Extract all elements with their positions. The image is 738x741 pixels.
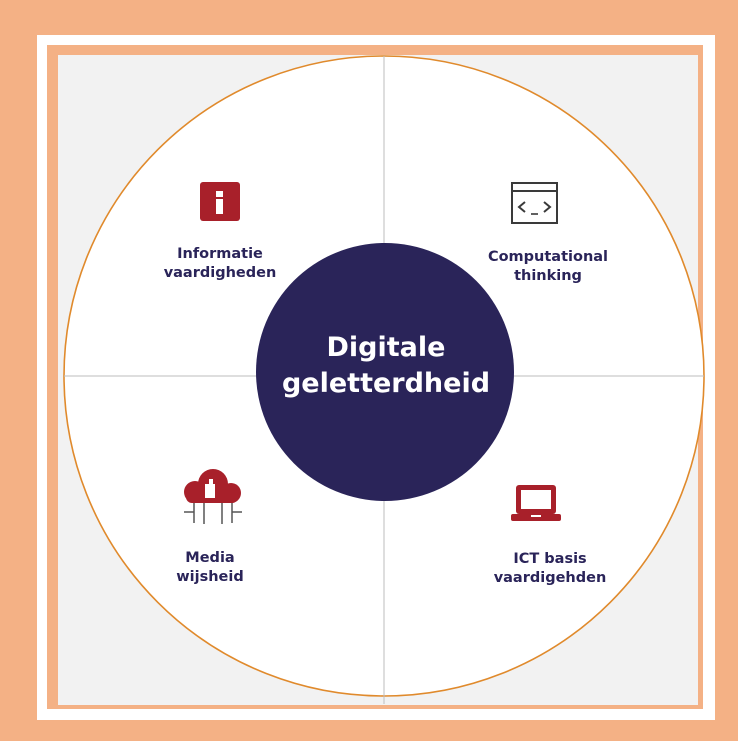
label-line: vaardigheden [163,265,277,281]
label-line: Computational [487,249,609,265]
label-ict-basis-vaardigehden: ICT basis vaardigehden [470,550,630,588]
center-title: Digitale geletterdheid [258,330,514,402]
label-line: Media [185,550,235,566]
center-title-line2: geletterdheid [281,368,491,399]
code-window-icon [511,182,558,224]
laptop-icon [511,485,561,521]
label-informatie-vaardigheden: Informatie vaardigheden [150,245,290,283]
label-line: Informatie [177,246,263,262]
label-media-wijsheid: Media wijsheid [150,549,270,587]
label-line: wijsheid [176,569,244,585]
label-line: vaardigehden [493,570,607,586]
label-computational-thinking: Computational thinking [468,248,628,286]
info-icon [200,182,240,221]
label-line: ICT basis [513,551,587,567]
label-line: thinking [514,268,582,284]
cloud-thumbs-up-icon [184,469,242,524]
center-circle [256,243,514,501]
center-title-line1: Digitale [326,332,446,363]
